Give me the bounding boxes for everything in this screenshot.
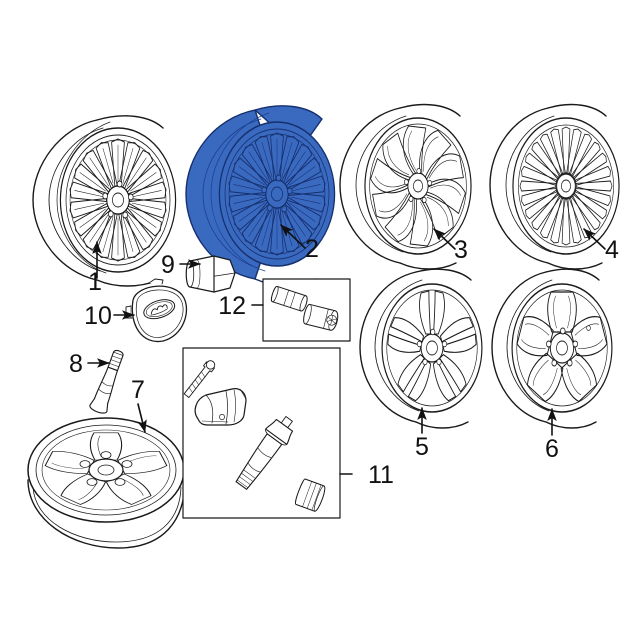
callout-numbers: 1 2 3 4 5 6 7 8 9 10 11 12: [69, 235, 619, 489]
part-9-lug-nut[interactable]: [185, 255, 236, 293]
callout-12: 12: [218, 292, 246, 320]
callout-6: 6: [545, 435, 559, 463]
leader-3: [433, 228, 456, 250]
callout-10: 10: [84, 302, 112, 330]
callout-5: 5: [415, 433, 429, 461]
callout-8: 8: [69, 350, 83, 378]
callout-11: 11: [368, 461, 394, 489]
part-12-lock-nut-box[interactable]: [262, 278, 351, 342]
tpms-screw: [183, 360, 216, 398]
tpms-valve-cap: [294, 478, 326, 512]
part-4-alloy-wheel[interactable]: [489, 103, 620, 270]
part-7-alloy-wheel[interactable]: [27, 417, 186, 549]
callout-leaders: [87, 224, 606, 475]
part-1-alloy-wheel[interactable]: [32, 115, 177, 287]
part-6-alloy-wheel[interactable]: [491, 268, 613, 429]
callout-3: 3: [454, 236, 468, 264]
part-11-tpms-sensor-box[interactable]: [182, 347, 341, 519]
part-8-valve-stem[interactable]: [89, 348, 128, 415]
leader-2: [280, 224, 306, 249]
leader-4: [583, 228, 606, 250]
tpms-valve-stem: [235, 416, 294, 490]
leader-7: [137, 403, 147, 433]
callout-4: 4: [605, 236, 619, 264]
tpms-sensor-body: [194, 388, 247, 426]
callout-9: 9: [161, 251, 175, 279]
part-2-alloy-wheel-selected[interactable]: [185, 105, 336, 286]
callout-2: 2: [305, 235, 319, 263]
part-5-alloy-wheel[interactable]: [359, 268, 483, 429]
part-10-center-cap[interactable]: [125, 278, 188, 343]
callout-7: 7: [131, 376, 145, 404]
part-3-alloy-wheel[interactable]: [339, 103, 472, 270]
callout-1: 1: [88, 268, 102, 296]
